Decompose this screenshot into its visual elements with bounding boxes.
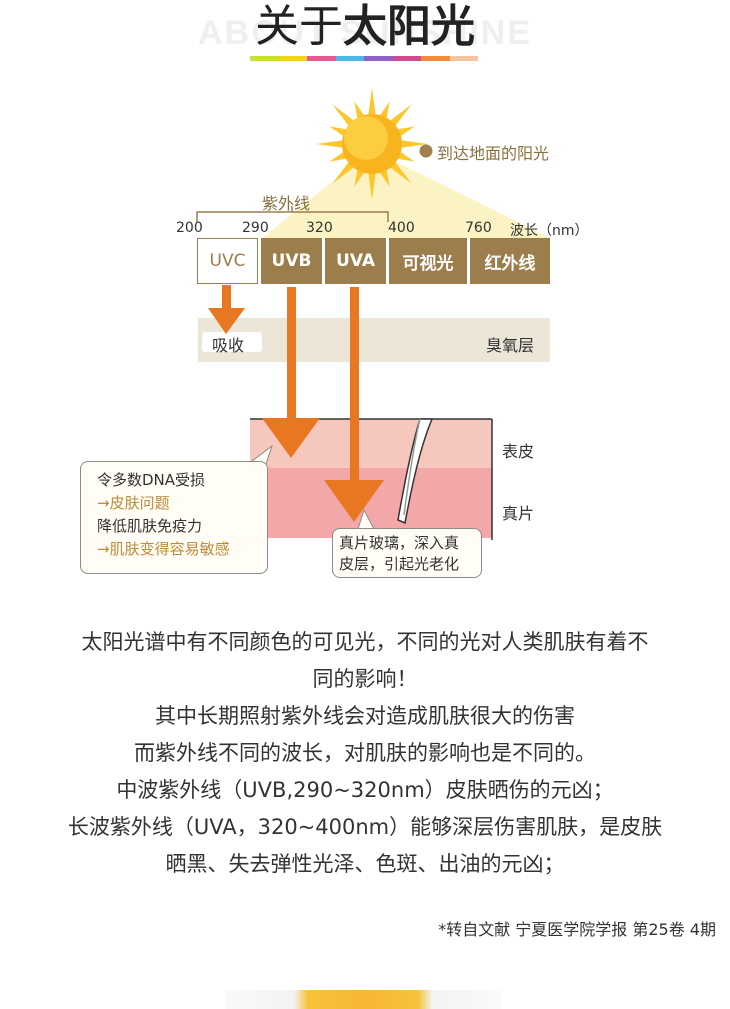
left-note-line2: →皮肤问题 <box>97 492 267 515</box>
ozone-label: 臭氧层 <box>486 332 534 356</box>
band-uva: UVA <box>325 238 386 284</box>
epidermis-label: 表皮 <box>502 438 534 462</box>
left-note-line3: 降低肌肤免疫力 <box>97 515 267 538</box>
wavelength-label: 波长（nm） <box>510 220 589 240</box>
band-uvb: UVB <box>261 238 322 284</box>
sun-highlight <box>344 116 388 160</box>
sun-ray <box>354 102 364 118</box>
band-uvc: UVC <box>197 238 258 284</box>
source-citation: *转自文献 宁夏医学院学报 第25卷 4期 <box>438 916 716 940</box>
sun-ray <box>330 152 346 162</box>
sun-ray <box>380 102 390 118</box>
sun-ray <box>332 104 353 125</box>
uv-group-label: 紫外线 <box>262 190 310 214</box>
sun-ray <box>330 126 346 136</box>
absorb-label: 吸收 <box>212 332 244 356</box>
body-line-6: 长波紫外线（UVA，320~400nm）能够深层伤害肌肤，是皮肤 <box>0 809 730 846</box>
left-callout: 令多数DNA受损 →皮肤问题 降低肌肤免疫力 →肌肤变得容易敏感 <box>80 461 268 574</box>
sun-ray <box>316 140 342 147</box>
uva-arrow-shaft <box>350 287 359 492</box>
left-note-line4: →肌肤变得容易敏感 <box>97 538 267 561</box>
band-visible: 可视光 <box>389 238 467 284</box>
uvb-arrow-shaft <box>287 287 296 427</box>
body-line-3: 其中长期照射紫外线会对造成肌肤很大的伤害 <box>0 698 730 735</box>
sun-ray <box>391 104 412 125</box>
body-line-7: 晒黑、失去弹性光泽、色斑、出油的元凶； <box>0 846 730 883</box>
right-callout: 真片玻璃，深入真 皮层，引起光老化 <box>332 528 482 578</box>
next-section-banner <box>225 990 501 1009</box>
right-note-line2: 皮层，引起光老化 <box>339 554 481 575</box>
dermis-label: 真片 <box>502 500 534 524</box>
body-line-4: 而紫外线不同的波长，对肌肤的影响也是不同的。 <box>0 735 730 772</box>
sun-legend-dot <box>420 145 433 158</box>
body-line-2: 同的影响！ <box>0 661 730 698</box>
left-note-line1: 令多数DNA受损 <box>97 469 267 492</box>
tick-200: 200 <box>176 220 203 236</box>
tick-290: 290 <box>242 220 269 236</box>
tick-400: 400 <box>388 220 415 236</box>
sun-label: 到达地面的阳光 <box>437 140 549 164</box>
band-infrared: 红外线 <box>470 238 550 284</box>
right-callout-pointer <box>350 508 380 530</box>
right-note-line1: 真片玻璃，深入真 <box>339 533 481 554</box>
tick-760: 760 <box>465 220 492 236</box>
body-line-5: 中波紫外线（UVB,290~320nm）皮肤晒伤的元凶； <box>0 772 730 809</box>
sun-ray <box>398 152 414 162</box>
sun-ray <box>398 126 414 136</box>
tick-320: 320 <box>306 220 333 236</box>
body-text: 太阳光谱中有不同颜色的可见光，不同的光对人类肌肤有着不 同的影响！ 其中长期照射… <box>0 624 730 883</box>
sun-ray <box>368 88 375 114</box>
body-line-1: 太阳光谱中有不同颜色的可见光，不同的光对人类肌肤有着不 <box>0 624 730 661</box>
